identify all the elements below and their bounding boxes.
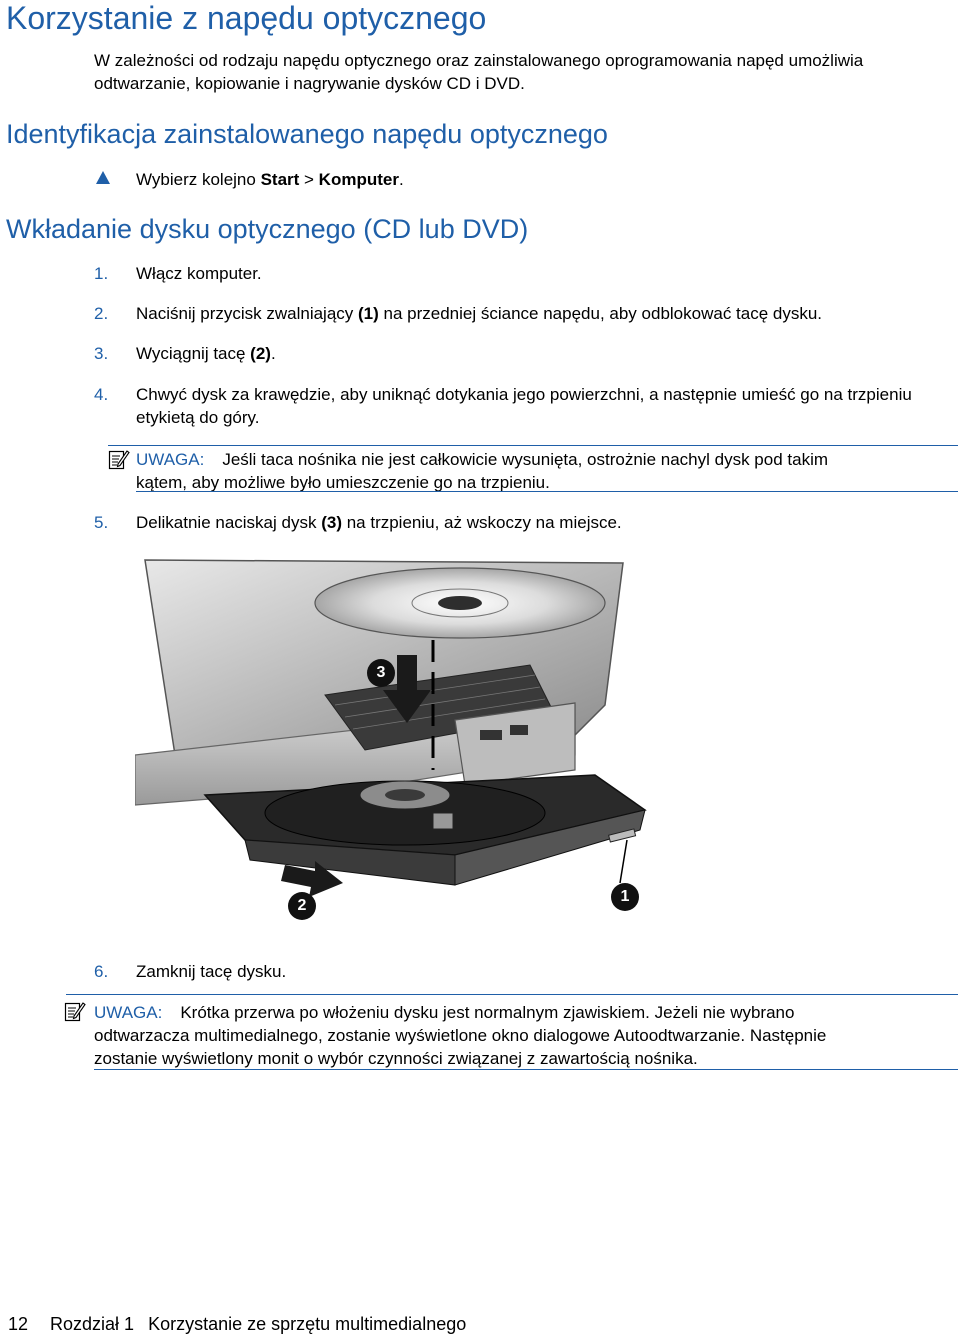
note-1-text-1: Jeśli taca nośnika nie jest całkowicie w…: [222, 450, 829, 469]
note-2-line-2: odtwarzacza multimedialnego, zostanie wy…: [94, 1026, 827, 1045]
step-3-number: 3.: [94, 344, 109, 363]
step-6-number: 6.: [94, 962, 109, 981]
step-3-callout: (2): [250, 344, 271, 363]
step-6-text: Zamknij tacę dysku.: [136, 962, 287, 981]
note-2-line-3: zostanie wyświetlony monit o wybór czynn…: [94, 1049, 698, 1068]
triangle-bullet-icon: [96, 171, 110, 190]
optical-drive-illustration: 3 2 1: [134, 555, 655, 935]
step-5-part-a: Delikatnie naciskaj dysk: [136, 513, 322, 532]
chapter-label: Rozdział 1: [50, 1314, 135, 1334]
note-1-line-2: kątem, aby możliwe było umieszczenie go …: [136, 473, 550, 492]
note-2-line-1: UWAGA: Krótka przerwa po włożeniu dysku j…: [94, 1001, 794, 1024]
step-2-text: Naciśnij przycisk zwalniający (1) na prz…: [136, 302, 946, 325]
note-2-top-rule: [66, 994, 958, 995]
note-2-label: UWAGA:: [94, 1003, 163, 1022]
note-pencil-icon: [64, 1000, 86, 1022]
note-1-bottom-rule: [136, 491, 958, 492]
step-3-part-c: .: [270, 344, 276, 363]
step-3-text: Wyciągnij tacę (2).: [136, 342, 946, 365]
bullet-separator: >: [299, 170, 319, 189]
note-1-top-rule: [108, 445, 958, 446]
step-1-text: Włącz komputer.: [136, 264, 262, 283]
bullet-prefix: Wybierz kolejno: [136, 170, 261, 189]
section-heading-identify: Identyfikacja zainstalowanego napędu opt…: [6, 119, 608, 149]
intro-paragraph: W zależności od rodzaju napędu optyczneg…: [94, 51, 864, 93]
callout-2: 2: [288, 892, 316, 920]
note-1-line-1: UWAGA: Jeśli taca nośnika nie jest całkow…: [136, 448, 828, 471]
step-2-part-a: Naciśnij przycisk zwalniający: [136, 304, 359, 323]
step-4-number: 4.: [94, 385, 109, 404]
step-3-part-a: Wyciągnij tacę: [136, 344, 251, 363]
step-5-text: Delikatnie naciskaj dysk (3) na trzpieni…: [136, 511, 946, 534]
section-heading-insert: Wkładanie dysku optycznego (CD lub DVD): [6, 214, 529, 244]
note-2-text-1: Krótka przerwa po włożeniu dysku jest no…: [180, 1003, 795, 1022]
bullet-suffix: .: [398, 170, 404, 189]
callout-1: 1: [611, 883, 639, 911]
note-pencil-icon: [108, 448, 130, 470]
step-4-text: Chwyć dysk za krawędzie, aby uniknąć dot…: [136, 385, 912, 427]
chapter-title: Korzystanie ze sprzętu multimedialnego: [148, 1314, 467, 1334]
step-2-part-c: na przedniej ściance napędu, aby odbloko…: [378, 304, 823, 323]
step-2-callout: (1): [358, 304, 379, 323]
page-number: 12: [8, 1314, 29, 1334]
step-5-number: 5.: [94, 513, 109, 532]
step-5-part-c: na trzpieniu, aż wskoczy na miejsce.: [341, 513, 622, 532]
step-5-callout: (3): [321, 513, 342, 532]
step-1-number: 1.: [94, 264, 109, 283]
callout-3: 3: [367, 659, 395, 687]
page-title: Korzystanie z napędu optycznego: [6, 0, 487, 36]
note-1-label: UWAGA:: [136, 450, 205, 469]
step-2-number: 2.: [94, 304, 109, 323]
bullet-komputer: Komputer: [318, 170, 399, 189]
page-footer: 12 Rozdział 1 Korzystanie ze sprzętu multi…: [8, 1313, 466, 1335]
note-2-bottom-rule: [94, 1069, 958, 1070]
bullet-text: Wybierz kolejno Start > Komputer.: [136, 168, 404, 191]
bullet-start: Start: [260, 170, 300, 189]
